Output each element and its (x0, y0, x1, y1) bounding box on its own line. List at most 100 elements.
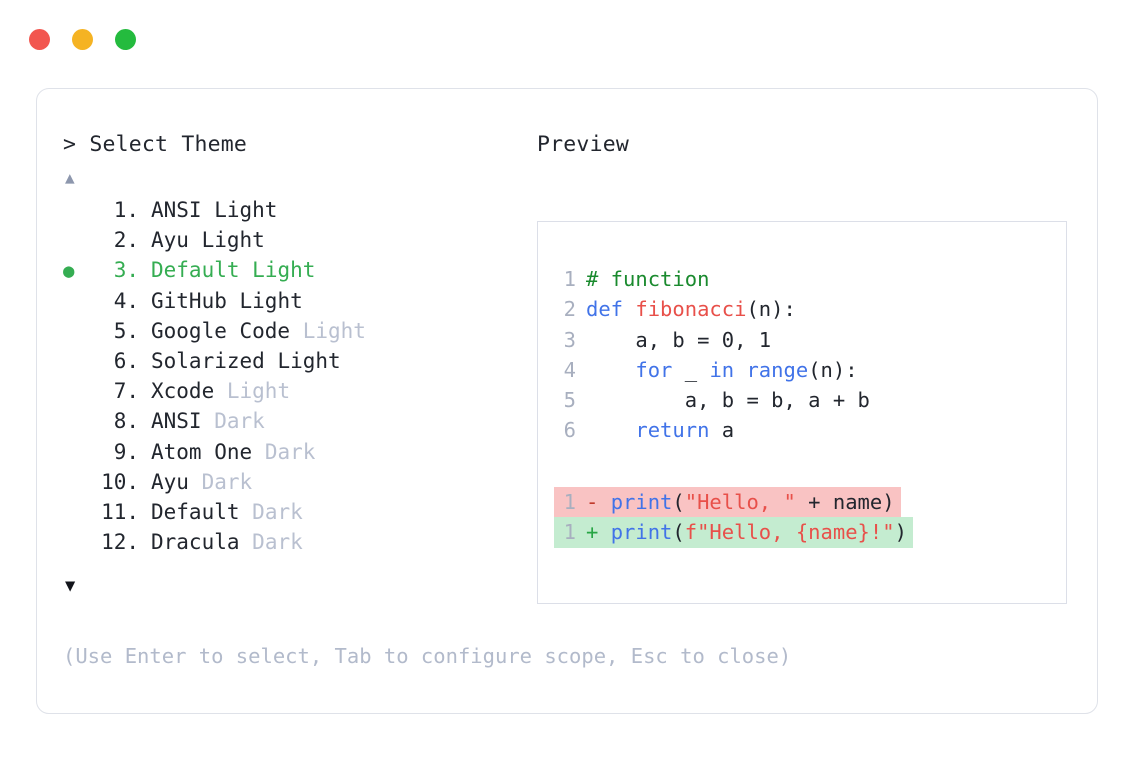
spacer (240, 497, 253, 527)
spacer (227, 286, 240, 316)
theme-list-item[interactable]: ●7.Xcode Light (63, 376, 533, 406)
theme-selector-column: > Select Theme ▲ ●1.ANSI Light●2.Ayu Lig… (63, 131, 533, 599)
theme-item-name: Atom One (151, 439, 253, 464)
card-inner: > Select Theme ▲ ●1.ANSI Light●2.Ayu Lig… (37, 89, 1097, 713)
spacer (214, 376, 227, 406)
theme-list[interactable]: ●1.ANSI Light●2.Ayu Light●3.Default Ligh… (63, 195, 533, 557)
diff-line-del: 1- print("Hello, " + name) (554, 487, 901, 518)
code-token: a, b = 0, 1 (586, 327, 772, 352)
theme-list-item[interactable]: ●11.Default Dark (63, 497, 533, 527)
code-token: ) (894, 520, 907, 545)
theme-item-index: 11. (101, 499, 139, 524)
code-token: range (746, 357, 809, 382)
selected-bullet-icon: ● (63, 498, 93, 528)
selected-bullet-icon: ● (63, 407, 93, 437)
theme-list-item[interactable]: ● 12. Dracula Dark (63, 527, 533, 557)
scroll-down-icon[interactable]: ▼ (65, 576, 76, 597)
theme-selector-card: > Select Theme ▲ ●1.ANSI Light●2.Ayu Lig… (36, 88, 1098, 714)
selected-bullet-icon: ● (63, 468, 93, 498)
theme-item-name: Ayu (151, 469, 189, 494)
theme-list-item[interactable]: ●8.ANSI Dark (63, 406, 533, 436)
code-token: in (709, 357, 735, 382)
code-token: (n): (746, 297, 796, 322)
theme-item-name: Dracula (151, 530, 240, 555)
select-theme-heading: > Select Theme (63, 131, 533, 159)
theme-item-variant: Light (252, 258, 316, 283)
code-token: ( (672, 520, 685, 545)
code-token: + name) (795, 490, 895, 514)
selected-bullet-icon: ● (63, 528, 93, 558)
theme-item-variant: Dark (252, 499, 303, 524)
spacer (189, 467, 202, 497)
theme-item-index: 6. (113, 348, 139, 373)
line-number: 1 (563, 490, 576, 514)
selected-bullet-icon: ● (63, 226, 93, 256)
code-token: def (586, 297, 636, 322)
code-line: 1# function (554, 264, 870, 294)
keyboard-hint: (Use Enter to select, Tab to configure s… (63, 644, 792, 668)
diff-line-add: 1+ print(f"Hello, {name}!") (554, 517, 913, 548)
theme-item-variant: Dark (252, 530, 303, 555)
theme-list-item[interactable]: ●3.Default Light (63, 255, 533, 285)
theme-item-name: Google Code (151, 318, 291, 343)
theme-list-item[interactable]: ●1.ANSI Light (63, 195, 533, 225)
line-number: 3 (563, 327, 576, 352)
theme-item-name: ANSI (151, 409, 202, 434)
line-number: 4 (563, 357, 576, 382)
preview-column: Preview (537, 131, 1072, 159)
theme-item-variant: Light (302, 318, 366, 343)
scroll-up-icon[interactable]: ▲ (65, 168, 75, 187)
theme-list-item[interactable]: ●4.GitHub Light (63, 286, 533, 316)
code-token: f"Hello, {name}!" (684, 520, 895, 545)
selected-bullet-icon: ● (63, 196, 93, 226)
theme-item-name: GitHub (151, 288, 227, 313)
diff-marker: - (586, 490, 599, 514)
spacer (265, 346, 278, 376)
theme-item-name: Default (151, 258, 240, 283)
code-line: 6 return a (554, 415, 870, 445)
theme-item-variant: Light (226, 379, 291, 404)
theme-item-index: 2. (113, 228, 139, 253)
code-token: # function (586, 267, 710, 291)
spacer (290, 316, 303, 346)
spacer (240, 527, 253, 557)
selected-bullet-icon: ● (63, 317, 93, 347)
spacer (189, 225, 202, 255)
theme-list-item[interactable]: ●10.Ayu Dark (63, 467, 533, 497)
code-token: print (610, 520, 673, 545)
line-number: 5 (563, 388, 576, 413)
theme-list-item[interactable]: ●2.Ayu Light (63, 225, 533, 255)
theme-item-index: 8. (113, 409, 139, 434)
maximize-button[interactable] (115, 28, 136, 50)
code-line: 4 for _ in range(n): (554, 355, 870, 385)
code-token: return (635, 418, 710, 443)
minimize-button[interactable] (72, 28, 93, 50)
theme-list-item[interactable]: ● 5. Google Code Light (63, 316, 533, 346)
theme-item-index: 12. (101, 530, 139, 555)
theme-item-name: Solarized (151, 348, 265, 373)
code-token: (n): (808, 357, 858, 382)
theme-item-index: 4. (113, 288, 139, 313)
spacer (598, 490, 610, 514)
prompt-caret: > (63, 132, 77, 157)
theme-item-name: Ayu (151, 228, 189, 253)
code-line: 3 a, b = 0, 1 (554, 325, 870, 355)
theme-list-item[interactable]: ●6.Solarized Light (63, 346, 533, 376)
theme-item-index: 5. (113, 318, 139, 343)
code-token: for (635, 357, 673, 382)
theme-item-variant: Dark (201, 469, 253, 494)
theme-item-variant: Light (277, 348, 341, 373)
theme-list-item[interactable]: ●9.Atom One Dark (63, 437, 533, 467)
theme-item-index: 7. (113, 379, 139, 404)
theme-item-index: 9. (113, 439, 139, 464)
selected-bullet-icon: ● (63, 287, 93, 317)
theme-item-index: 3. (113, 258, 139, 283)
code-token: fibonacci (635, 297, 747, 322)
code-token: print (610, 490, 673, 514)
close-button[interactable] (29, 28, 50, 50)
theme-item-variant: Light (214, 198, 278, 222)
